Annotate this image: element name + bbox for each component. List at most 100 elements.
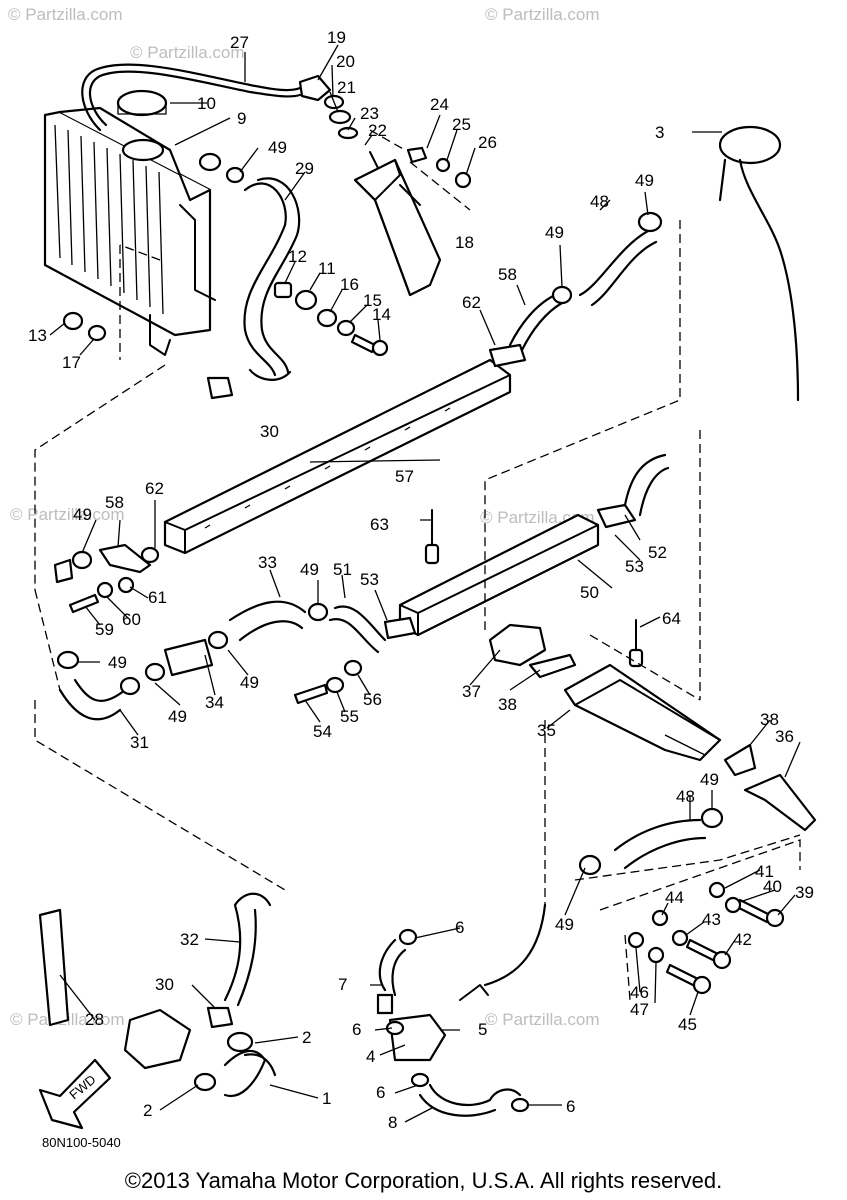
callout-49: 49 bbox=[635, 171, 654, 190]
callout-29: 29 bbox=[295, 159, 314, 178]
watermark: © Partzilla.com bbox=[8, 5, 123, 24]
frame-pipe-57 bbox=[163, 358, 512, 555]
callout-18: 18 bbox=[455, 233, 474, 252]
callout-13: 13 bbox=[28, 326, 47, 345]
callout-49: 49 bbox=[73, 505, 92, 524]
overflow-hose bbox=[81, 63, 302, 132]
callout-17: 17 bbox=[62, 353, 81, 372]
callout-6: 6 bbox=[376, 1083, 385, 1102]
callout-44: 44 bbox=[665, 888, 684, 907]
callout-36: 36 bbox=[775, 727, 794, 746]
hose-7 bbox=[378, 938, 397, 992]
radiator bbox=[43, 106, 216, 356]
callout-11: 11 bbox=[318, 259, 336, 278]
callout-48: 48 bbox=[676, 787, 695, 806]
watermark: © Partzilla.com bbox=[485, 5, 600, 24]
parts-diagram: © Partzilla.com © Partzilla.com © Partzi… bbox=[8, 5, 817, 1150]
callout-62: 62 bbox=[462, 293, 481, 312]
frame-pipe-50 bbox=[398, 513, 600, 637]
watermark: © Partzilla.com bbox=[130, 43, 245, 62]
callout-5: 5 bbox=[478, 1020, 487, 1039]
callout-57: 57 bbox=[395, 467, 414, 486]
callout-1: 1 bbox=[322, 1089, 331, 1108]
hose-32 bbox=[223, 892, 272, 1002]
callout-54: 54 bbox=[313, 722, 332, 741]
callout-4: 4 bbox=[366, 1047, 375, 1066]
hose-48-top bbox=[578, 228, 652, 297]
callout-37: 37 bbox=[462, 682, 481, 701]
callout-6: 6 bbox=[455, 918, 464, 937]
callout-58: 58 bbox=[105, 493, 124, 512]
callout-6: 6 bbox=[566, 1097, 575, 1116]
callout-64: 64 bbox=[662, 609, 681, 628]
hose-31 bbox=[58, 688, 122, 721]
callout-20: 20 bbox=[336, 52, 355, 71]
callout-63: 63 bbox=[370, 515, 389, 534]
callout-49: 49 bbox=[168, 707, 187, 726]
callout-21: 21 bbox=[337, 78, 356, 97]
callout-39: 39 bbox=[795, 883, 814, 902]
callout-59: 59 bbox=[95, 620, 114, 639]
callout-53: 53 bbox=[360, 570, 379, 589]
callout-33: 33 bbox=[258, 553, 277, 572]
callout-2: 2 bbox=[302, 1028, 311, 1047]
watermark: © Partzilla.com bbox=[485, 1010, 600, 1029]
callout-49: 49 bbox=[268, 138, 287, 157]
callout-56: 56 bbox=[363, 690, 382, 709]
callout-43: 43 bbox=[702, 910, 721, 929]
heat-exchanger bbox=[563, 663, 722, 762]
callout-49: 49 bbox=[108, 653, 127, 672]
callout-49: 49 bbox=[240, 673, 259, 692]
callout-45: 45 bbox=[678, 1015, 697, 1034]
callout-46: 46 bbox=[630, 983, 649, 1002]
callout-2: 2 bbox=[143, 1101, 152, 1120]
callout-42: 42 bbox=[733, 930, 752, 949]
callout-7: 7 bbox=[338, 975, 347, 994]
callout-3: 3 bbox=[655, 123, 664, 142]
diagram-code: 80N100-5040 bbox=[42, 1135, 121, 1150]
callout-14: 14 bbox=[372, 305, 391, 324]
callout-49: 49 bbox=[700, 770, 719, 789]
callout-48: 48 bbox=[590, 192, 609, 211]
callout-49: 49 bbox=[555, 915, 574, 934]
callout-55: 55 bbox=[340, 707, 359, 726]
callout-15: 15 bbox=[363, 291, 382, 310]
callout-16: 16 bbox=[340, 275, 359, 294]
radiator-hose-29 bbox=[243, 182, 287, 377]
assembly-line bbox=[34, 220, 801, 1001]
copyright-notice: ©2013 Yamaha Motor Corporation, U.S.A. A… bbox=[124, 1168, 723, 1193]
callout-12: 12 bbox=[288, 247, 307, 266]
callout-30: 30 bbox=[260, 422, 279, 441]
callout-58: 58 bbox=[498, 265, 517, 284]
reservoir-tank bbox=[353, 151, 442, 297]
callout-27: 27 bbox=[230, 33, 249, 52]
callout-19: 19 bbox=[327, 28, 346, 47]
radiator-cap bbox=[116, 89, 168, 117]
hose-1 bbox=[223, 1049, 267, 1098]
callout-9: 9 bbox=[237, 109, 246, 128]
leader-lines bbox=[49, 44, 801, 1123]
callout-8: 8 bbox=[388, 1113, 397, 1132]
callout-31: 31 bbox=[130, 733, 149, 752]
callout-62: 62 bbox=[145, 479, 164, 498]
hose-8 bbox=[428, 1083, 522, 1107]
callout-52: 52 bbox=[648, 543, 667, 562]
callout-6: 6 bbox=[352, 1020, 361, 1039]
callout-41: 41 bbox=[755, 862, 774, 881]
callout-47: 47 bbox=[630, 1000, 649, 1019]
callout-60: 60 bbox=[122, 610, 141, 629]
callout-50: 50 bbox=[580, 583, 599, 602]
hose-48-lower bbox=[613, 818, 702, 852]
hose-33 bbox=[228, 600, 307, 622]
callout-61: 61 bbox=[148, 588, 167, 607]
callout-38: 38 bbox=[498, 695, 517, 714]
callout-49: 49 bbox=[300, 560, 319, 579]
callout-32: 32 bbox=[180, 930, 199, 949]
callout-34: 34 bbox=[205, 693, 224, 712]
callout-30: 30 bbox=[155, 975, 174, 994]
callout-28: 28 bbox=[85, 1010, 104, 1029]
callout-49: 49 bbox=[545, 223, 564, 242]
watermark: © Partzilla.com bbox=[10, 505, 125, 524]
callout-25: 25 bbox=[452, 115, 471, 134]
callout-40: 40 bbox=[763, 877, 782, 896]
